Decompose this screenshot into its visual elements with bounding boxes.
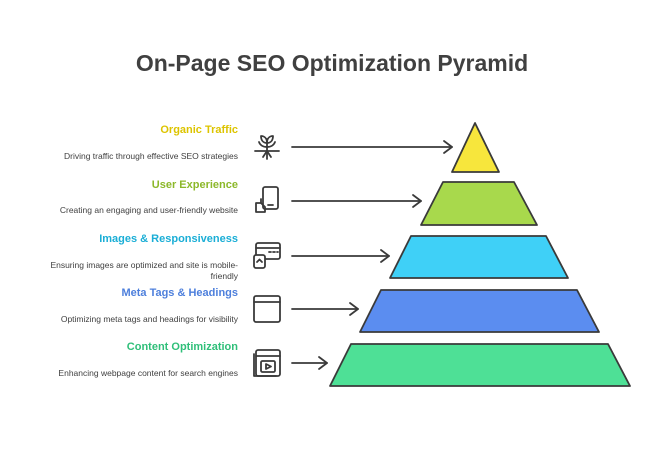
level-title-images-responsiveness: Images & Responsiveness (99, 233, 238, 245)
pyramid-tier-content-optimization (329, 343, 631, 387)
level-title-content-optimization: Content Optimization (126, 341, 238, 353)
video-content-icon (253, 349, 281, 377)
level-description-content-optimization: Enhancing webpage content for search eng… (58, 368, 238, 378)
browser-window-icon (253, 295, 281, 323)
level-title-organic-traffic: Organic Traffic (160, 124, 238, 136)
level-description-meta-tags-headings: Optimizing meta tags and headings for vi… (60, 314, 238, 324)
level-title-meta-tags-headings: Meta Tags & Headings (121, 287, 238, 299)
arrow-organic-traffic (291, 140, 453, 154)
pyramid-tier-user-experience (420, 181, 538, 226)
level-title-user-experience: User Experience (151, 179, 238, 191)
level-description-user-experience: Creating an engaging and user-friendly w… (59, 205, 238, 215)
arrow-content-optimization (291, 356, 328, 370)
responsive-window-icon (253, 242, 281, 269)
pyramid-tier-meta-tags-headings (359, 289, 600, 333)
plant-icon (254, 135, 280, 160)
level-description-organic-traffic: Driving traffic through effective SEO st… (63, 151, 238, 161)
pyramid-tier-images-responsiveness (389, 235, 569, 279)
pyramid-tier-organic-traffic (451, 122, 500, 173)
mobile-touch-icon (255, 186, 279, 213)
level-description-images-responsiveness: Ensuring images are optimized and site i… (50, 260, 238, 281)
arrow-meta-tags-headings (291, 302, 359, 316)
arrow-user-experience (291, 194, 422, 208)
diagram-title: On-Page SEO Optimization Pyramid (135, 50, 529, 76)
arrow-images-responsiveness (291, 249, 390, 263)
